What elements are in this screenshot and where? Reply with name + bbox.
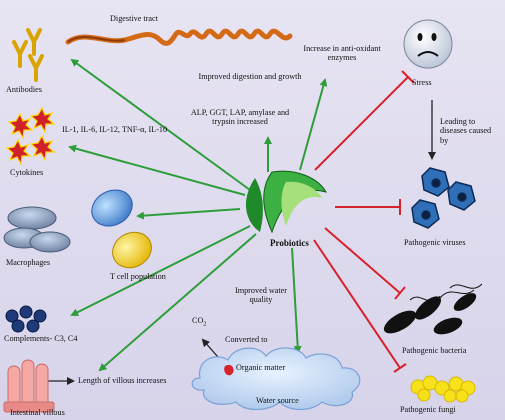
label-improved-digestion: Improved digestion and growth [198,72,302,81]
complements-image [5,305,47,333]
arrow-to-villous [98,233,257,372]
label-cytokines: Cytokines [10,168,44,177]
t-cell-image [91,189,152,269]
label-converted-to: Converted to [225,335,268,344]
negative-lines [313,70,415,373]
arrow-to-cytokines [68,144,246,196]
label-water-source: Water source [256,396,299,405]
macrophages-image [3,206,71,253]
arrow-to-t-cells [136,208,241,220]
water-source-image [191,347,361,411]
cytokines-image [5,106,56,166]
label-cytokines-list: IL-1, IL-6, IL-12, TNF-α, IL-10 [62,125,168,134]
label-improved-water: Improved water quality [234,286,288,305]
label-leading-to-diseases: Leading to diseases caused by [440,117,492,145]
label-organic-matter: Organic matter [236,363,286,372]
label-pathogenic-viruses: Pathogenic viruses [404,238,466,247]
inhibit-fungi [313,239,401,369]
label-digestive-tract: Digestive tract [110,14,158,23]
label-antioxidant: Increase in anti-oxidant enzymes [303,44,381,63]
label-pathogenic-fungi: Pathogenic fungi [400,405,456,414]
arrow-to-complements [70,225,251,316]
label-pathogenic-bacteria: Pathogenic bacteria [402,346,467,355]
label-macrophages: Macrophages [6,258,51,267]
label-co2: CO2 [192,316,207,328]
probiotics-emblem [245,170,328,234]
viruses-image [411,167,476,229]
label-intestinal-villous: Intestinal villous [10,408,65,417]
inhibit-bacteria [324,227,401,294]
antibodies-image [12,28,44,82]
label-enzymes: ALP, GGT, LAP, amylase and trypsin incre… [190,108,290,127]
bacteria-image [383,283,483,335]
arrow-to-antioxidant [299,78,328,171]
label-villous-length: Length of villous increases [78,376,167,385]
label-t-cell: T cell population [110,272,166,281]
fungi-image [410,375,476,403]
arrow-to-water-source [291,247,302,354]
center-label-probiotics: Probiotics [270,238,309,248]
positive-arrows [68,58,328,372]
stress-image [403,19,453,69]
arrow-to-antibodies [70,58,251,191]
label-complements: Complements- C3, C4 [4,334,78,343]
villous-image [3,359,55,413]
label-stress: Stress [412,78,432,87]
inhibit-stress [314,76,409,171]
digestive-tract-image [65,28,293,46]
label-antibodies: Antibodies [6,85,42,94]
